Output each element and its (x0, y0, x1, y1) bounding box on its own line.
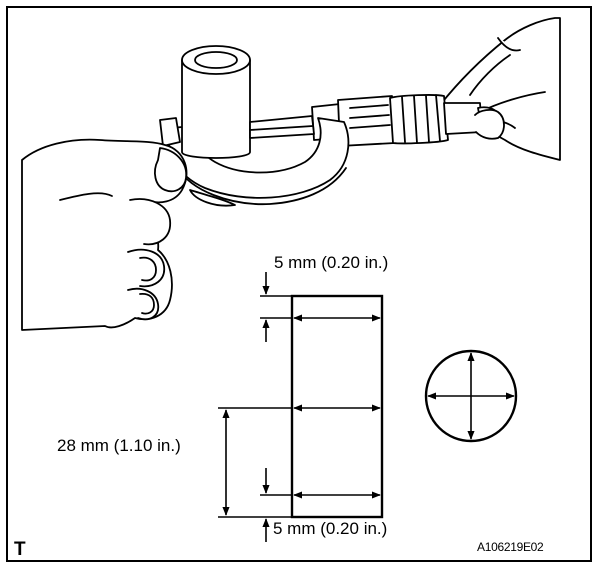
figure-border (6, 6, 592, 562)
middle-offset-label: 28 mm (1.10 in.) (57, 436, 181, 455)
pin-cross-section-circle (424, 349, 518, 443)
reference-code: A106219E02 (477, 540, 544, 554)
micrometer-illustration (21, 17, 561, 331)
corner-letter: T (14, 539, 26, 560)
spindle-tip (249, 115, 315, 139)
cross-section-diagram (424, 349, 518, 443)
right-hand (439, 17, 561, 161)
pin-profile-rectangle (290, 294, 384, 519)
bottom-offset-label: 5 mm (0.20 in.) (273, 519, 388, 538)
piston-pin (181, 45, 251, 159)
measurement-diagram (218, 272, 384, 542)
right-thumb (474, 108, 505, 140)
top-offset-label: 5 mm (0.20 in.) (274, 253, 389, 272)
micrometer-frame (159, 117, 350, 207)
micrometer-spindle (311, 94, 501, 147)
left-hand (21, 138, 188, 331)
